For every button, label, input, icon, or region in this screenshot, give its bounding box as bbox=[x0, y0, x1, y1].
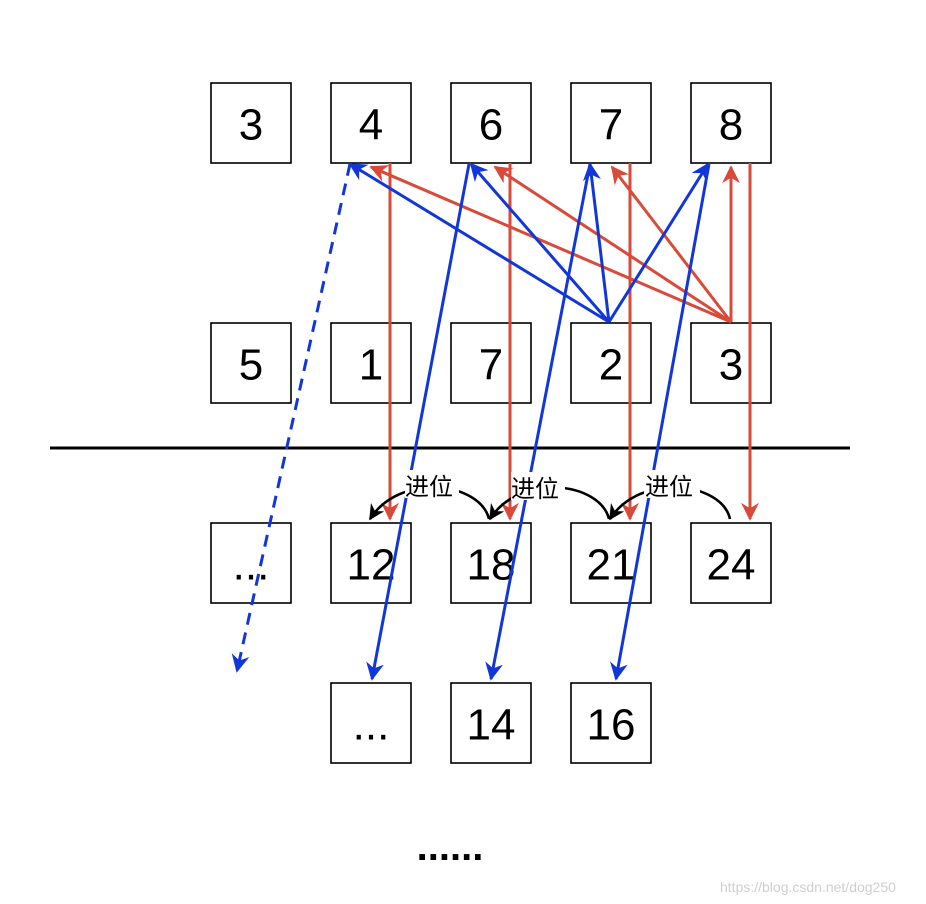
watermark-text: https://blog.csdn.net/dog250 bbox=[720, 879, 896, 895]
multiplier-digit-2-text: 1 bbox=[359, 341, 383, 390]
carry-label-3: 进位 bbox=[645, 473, 693, 501]
partial-sum-1-text: ... bbox=[233, 541, 270, 590]
multiplier-digit-3: 7 bbox=[450, 322, 532, 404]
carry-label-2-bg bbox=[511, 472, 565, 500]
blue-arrow-to-8 bbox=[607, 162, 710, 323]
partial-sum-4: 21 bbox=[570, 522, 652, 604]
next-partial-1-text: ... bbox=[353, 701, 390, 750]
red-arrow-to-7 bbox=[610, 165, 733, 323]
multiplier-digit-1: 5 bbox=[210, 322, 292, 404]
partial-sum-4-text: 21 bbox=[587, 541, 636, 590]
next-partial-3-text: 16 bbox=[587, 701, 636, 750]
multiplier-digit-2: 1 bbox=[330, 322, 412, 404]
blue-arrow-to-7 bbox=[582, 162, 611, 323]
carry-labels: 进位 进位 进位 bbox=[405, 470, 700, 503]
blue-arrow-to-next-1 bbox=[366, 163, 471, 681]
next-partial-3: 16 bbox=[570, 682, 652, 764]
multiplicand-digit-2-text: 4 bbox=[359, 101, 383, 150]
multiplicand-digit-5-text: 8 bbox=[719, 101, 743, 150]
partial-sum-row: ... 12 18 21 24 bbox=[210, 522, 772, 604]
partial-sum-3-text: 18 bbox=[467, 541, 516, 590]
multiplicand-digit-3: 6 bbox=[450, 82, 532, 164]
multiplier-digit-5-text: 3 bbox=[719, 341, 743, 390]
next-partial-2: 14 bbox=[450, 682, 532, 764]
multiplicand-digit-4-text: 7 bbox=[599, 101, 623, 150]
blue-arrow-to-6 bbox=[469, 162, 611, 323]
partial-sum-2-text: 12 bbox=[347, 541, 396, 590]
carry-label-2: 进位 bbox=[511, 475, 559, 503]
red-arrow-to-4 bbox=[369, 165, 732, 324]
multiplicand-digit-5: 8 bbox=[690, 82, 772, 164]
multiplicand-digit-1: 3 bbox=[210, 82, 292, 164]
multiplier-row: 5 1 7 2 3 bbox=[210, 322, 772, 404]
carry-label-1: 进位 bbox=[405, 473, 453, 501]
multiplicand-digit-1-text: 3 bbox=[239, 101, 263, 150]
multiplicand-row: 3 4 6 7 8 bbox=[210, 82, 772, 164]
multiplicand-digit-3-text: 6 bbox=[479, 101, 503, 150]
next-partial-2-text: 14 bbox=[467, 701, 516, 750]
blue-arrow-dashed bbox=[231, 163, 352, 673]
partial-sum-1: ... bbox=[210, 522, 292, 604]
carry-label-1-bg bbox=[405, 470, 459, 498]
bottom-ellipsis: ...... bbox=[417, 825, 484, 869]
carry-label-3-bg bbox=[644, 470, 700, 498]
partial-sum-5-text: 24 bbox=[707, 541, 756, 590]
next-partial-row: ... 14 16 bbox=[330, 682, 652, 764]
red-arrows bbox=[369, 163, 759, 521]
multiplier-digit-4-text: 2 bbox=[599, 341, 623, 390]
blue-arrow-to-16 bbox=[610, 163, 711, 681]
multiplicand-digit-4: 7 bbox=[570, 82, 652, 164]
next-partial-1: ... bbox=[330, 682, 412, 764]
blue-arrow-to-14 bbox=[485, 163, 592, 681]
multiplier-digit-3-text: 7 bbox=[479, 341, 503, 390]
partial-sum-5: 24 bbox=[690, 522, 772, 604]
multiplier-digit-1-text: 5 bbox=[239, 341, 263, 390]
blue-arrows bbox=[231, 162, 711, 681]
multiplier-digit-5: 3 bbox=[690, 322, 772, 404]
red-arrow-to-6 bbox=[493, 165, 732, 324]
multiplicand-digit-2: 4 bbox=[330, 82, 412, 164]
multiplier-digit-4: 2 bbox=[570, 322, 652, 404]
